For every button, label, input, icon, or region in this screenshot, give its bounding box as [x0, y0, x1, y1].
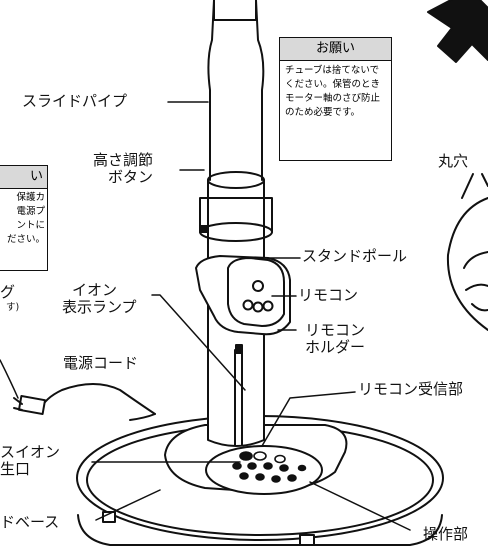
label-height-button: 高さ調節 ボタン — [93, 152, 153, 186]
notice-box: お願い チューブは捨てないで ください。保管のとき モーター軸のさび防止 のため… — [279, 37, 392, 161]
label-ion-lamp: イオン 表示ランプ — [62, 282, 137, 316]
round-hole-magnified — [446, 173, 488, 331]
left-notice-body: 保護カ 電源プ ントに ださい。 — [0, 189, 47, 249]
label-power-cord: 電源コード — [63, 354, 139, 372]
label-remote-holder: リモコン ホルダー — [305, 322, 365, 356]
label-remote-holder-line1: リモコン — [305, 321, 366, 339]
notice-line: チューブは捨てないで — [285, 65, 380, 76]
notice-body: チューブは捨てないで ください。保管のとき モーター軸のさび防止 のため必要です… — [280, 61, 391, 123]
label-left-ion-line1: スイオン — [0, 443, 61, 461]
label-height-button-line1: 高さ調節 — [93, 151, 154, 169]
notice-line: のため必要です。 — [285, 107, 361, 118]
leader-lines — [91, 101, 411, 531]
left-notice-box: い 保護カ 電源プ ントに ださい。 — [0, 165, 48, 271]
label-left-ion: スイオン 生口 — [0, 444, 60, 478]
label-slide-pipe: スライドパイプ — [22, 92, 128, 110]
notice-title: お願い — [280, 38, 391, 61]
label-left-cut: グ す) — [0, 284, 19, 314]
control-buttons — [232, 451, 307, 483]
label-stand-pole: スタンドポール — [302, 247, 408, 265]
left-notice-line: ださい。 — [6, 234, 45, 245]
slide-pipe — [207, 0, 265, 181]
label-remote-receiver: リモコン受信部 — [358, 380, 464, 398]
label-left-cut-line2: す) — [6, 302, 20, 313]
label-left-ion-line2: 生口 — [0, 460, 31, 478]
power-cord — [0, 359, 156, 421]
label-ion-lamp-line1: イオン — [72, 281, 118, 299]
label-left-base: ドベース — [0, 513, 60, 531]
direction-arrow — [427, 0, 488, 63]
notice-line: モーター軸のさび防止 — [285, 93, 381, 104]
label-remote-holder-line2: ホルダー — [305, 338, 366, 356]
left-notice-line: ントに — [16, 220, 45, 231]
left-notice-line: 保護カ — [16, 192, 45, 203]
label-round-hole: 丸穴 — [438, 152, 469, 170]
left-notice-title: い — [0, 166, 47, 189]
notice-line: ください。保管のとき — [285, 79, 381, 90]
label-height-button-line2: ボタン — [108, 168, 154, 186]
label-left-cut-line1: グ — [0, 283, 16, 301]
label-ion-lamp-line2: 表示ランプ — [62, 298, 137, 316]
label-operation: 操作部 — [423, 525, 469, 543]
left-notice-line: 電源プ — [16, 206, 45, 217]
label-remote: リモコン — [298, 286, 359, 304]
remote-holder-shape — [195, 255, 291, 336]
